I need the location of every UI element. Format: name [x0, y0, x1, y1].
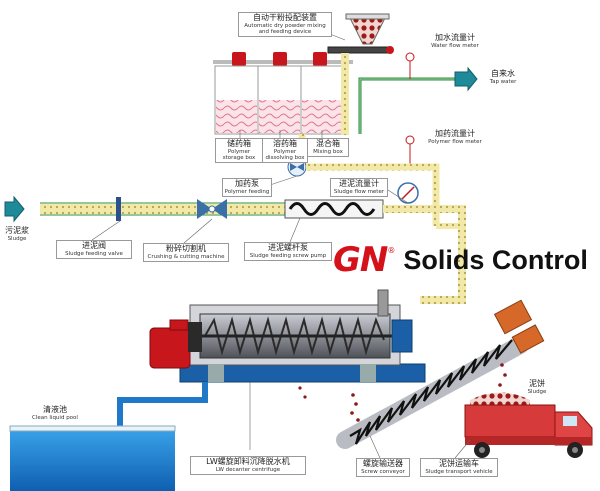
tap-water-label: 自来水 Tap water — [489, 69, 517, 85]
dissolving-box-label: 溶药箱 Polymer dissolving box — [262, 138, 308, 163]
polymer-tanks — [214, 65, 346, 135]
clean-liquid-pipe — [117, 382, 208, 430]
sludge-flow-meter-icon — [397, 182, 419, 204]
tap-water-pipe — [358, 77, 455, 134]
sludge-cake-label: 泥饼 Sludge — [527, 379, 547, 395]
sludge-feed-valve-icon — [116, 197, 121, 221]
sludge-flow-meter-label: 进泥流量计 Sludge flow meter — [330, 178, 388, 197]
sludge-inlet-label: 污泥浆 Sludge — [5, 226, 29, 242]
polymer-flow-meter-label: 加药流量计 Polymer flow meter — [428, 129, 482, 145]
sludge-screw-pump-icon — [284, 199, 384, 219]
feed-valve-label: 进泥阀 Sludge feeding valve — [56, 240, 132, 259]
water-flow-meter-label: 加水流量计 Water flow meter — [431, 33, 479, 49]
tap-water-inlet-arrow-icon — [454, 66, 478, 92]
crushing-cutter-icon — [197, 199, 227, 219]
polymer-feeding-label: 加药泵 Polymer feeding — [222, 178, 272, 197]
sludge-inlet-arrow-icon — [4, 195, 25, 223]
decanter-centrifuge — [149, 289, 426, 383]
mixing-box-label: 混合箱 Mixing box — [307, 138, 349, 157]
dry-powder-hopper — [327, 13, 394, 54]
water-flow-meter-icon — [405, 52, 415, 79]
screw-conveyor-label: 螺旋输送器 Screw conveyor — [356, 458, 410, 477]
clean-liquid-pool-label: 清液池 Clean liquid pool — [32, 405, 78, 421]
screw-conveyor — [336, 299, 545, 449]
centrifuge-feed-line — [383, 205, 466, 304]
gn-solids-control-logo: GN ® Solids Control — [333, 240, 588, 280]
clean-liquid-pool — [9, 425, 176, 491]
centrifuge-label: LW螺旋卸料沉降脱水机 LW decanter centrifuge — [190, 456, 306, 475]
polymer-flow-meter-icon — [405, 135, 415, 165]
screw-pump-label: 进泥螺杆泵 Sludge feeding screw pump — [244, 242, 332, 261]
solids-discharge-drops — [298, 386, 360, 422]
sludge-truck-label: 泥饼运输车 Sludge transport vehicle — [420, 458, 498, 477]
storage-box-label: 储药箱 Polymer storage box — [215, 138, 263, 163]
crushing-machine-label: 粉碎切割机 Crushing & cutting machine — [143, 243, 229, 262]
sludge-truck-icon — [464, 392, 593, 458]
sludge-falling — [498, 363, 507, 396]
dry-powder-device-label: 自动干粉投配装置 Automatic dry powder mixing and… — [238, 12, 332, 37]
